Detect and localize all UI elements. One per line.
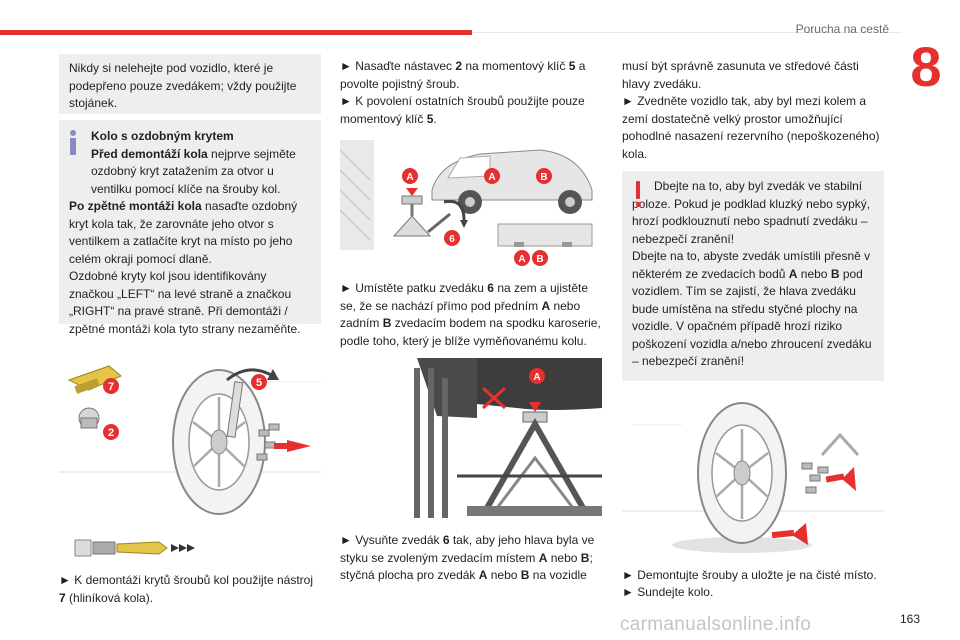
label-7: 7 <box>108 381 114 393</box>
label-a-under: A <box>533 372 540 383</box>
info-icon <box>69 130 77 156</box>
jack-under-car-illustration: A <box>397 358 602 520</box>
step-fit-adapter: ► Nasaďte nástavec 2 na momentový klíč 5… <box>340 59 586 91</box>
figure-wheel-bolts: 7 2 5 <box>59 342 321 522</box>
warning-icon <box>634 181 642 207</box>
label-6: 6 <box>449 234 455 245</box>
section-title: Porucha na cestě <box>795 22 889 36</box>
tool-detail-illustration <box>74 539 195 557</box>
label-a-car: A <box>488 172 495 183</box>
info-box-wheel-trim: Kolo s ozdobným krytem Před demontáží ko… <box>59 120 321 336</box>
safety-note-text: Nikdy si nelehejte pod vozidlo, které je… <box>69 61 297 110</box>
header-accent-bar <box>0 30 472 35</box>
figure-jack-under-car: A <box>397 358 602 520</box>
jack-points-illustration: A B A 6 A B <box>340 140 593 266</box>
safety-note: Nikdy si nelehejte pod vozidlo, které je… <box>59 54 321 114</box>
label-b-underbody: B <box>536 254 543 265</box>
warning-box: Dbejte na to, aby byl zvedák ve stabilní… <box>622 171 884 381</box>
header-rule <box>472 32 902 33</box>
warning-paragraph-2: Dbejte na to, abyste zvedák umístili pře… <box>632 249 872 368</box>
figure-tool-detail <box>73 530 321 566</box>
figure-jack-points: A B A 6 A B <box>340 140 602 270</box>
info-paragraph-1: Před demontáží kola nejprve sejměte ozdo… <box>91 146 296 196</box>
step-loosen-bolts: ► K povolení ostatních šroubů použijte p… <box>340 94 585 126</box>
info-paragraph-3: Ozdobné kryty kol jsou identifikovány zn… <box>69 269 301 336</box>
watermark: carmanualsonline.info <box>620 614 812 635</box>
remove-bolts-illustration <box>622 401 884 553</box>
info-title: Kolo s ozdobným krytem <box>91 129 234 143</box>
step-remove-bolt-covers: ► K demontáži krytů šroubů kol použijte … <box>59 573 314 605</box>
label-5: 5 <box>256 377 262 389</box>
continuation-text: musí být správně zasunuta ve středové čá… <box>622 59 859 91</box>
column-3: musí být správně zasunuta ve středové čá… <box>622 58 884 602</box>
step-remove-wheel: ► Sundejte kolo. <box>622 585 714 599</box>
warning-paragraph-1: Dbejte na to, aby byl zvedák ve stabilní… <box>632 179 871 246</box>
figure-remove-bolts <box>622 395 884 555</box>
wheel-bolts-illustration: 7 2 5 <box>59 365 321 515</box>
column-2: ► Nasaďte nástavec 2 na momentový klíč 5… <box>340 58 602 585</box>
chapter-number: 8 <box>910 35 942 98</box>
label-a-jack: A <box>406 172 413 183</box>
label-b-car: B <box>540 172 547 183</box>
step-raise-vehicle: ► Zvedněte vozidlo tak, aby byl mezi kol… <box>622 94 880 161</box>
label-2: 2 <box>108 427 114 439</box>
step-remove-bolts: ► Demontujte šrouby a uložte je na čisté… <box>622 567 877 582</box>
page-number: 163 <box>900 612 921 626</box>
step-extend-jack: ► Vysuňte zvedák 6 tak, aby jeho hlava b… <box>340 533 595 582</box>
step-position-jack: ► Umístěte patku zvedáku 6 na zem a ujis… <box>340 281 601 348</box>
label-a-underbody: A <box>518 254 525 265</box>
column-1: Nikdy si nelehejte pod vozidlo, které je… <box>59 54 321 607</box>
info-paragraph-2: Po zpětné montáži kola nasaďte ozdobný k… <box>69 199 298 266</box>
